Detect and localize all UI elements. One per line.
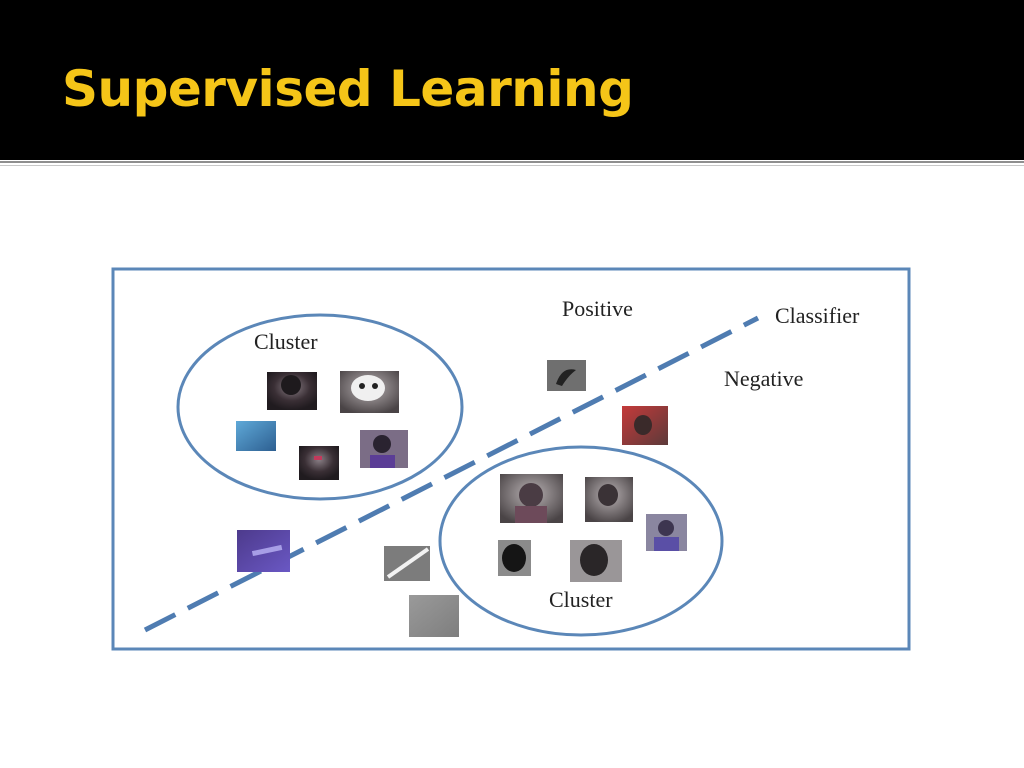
classifier-line xyxy=(143,315,760,633)
slide-title: Supervised Learning xyxy=(62,60,634,118)
title-bar: Supervised Learning xyxy=(0,0,1024,160)
title-divider xyxy=(0,161,1024,163)
label-classifier: Classifier xyxy=(775,303,860,328)
thumbnail-person xyxy=(622,406,668,445)
thumbnail-person xyxy=(237,530,290,572)
label-cluster-bottom: Cluster xyxy=(549,587,613,612)
cluster-ellipse-positive xyxy=(176,313,464,501)
thumbnail-person xyxy=(267,372,317,410)
thumbnail-person xyxy=(547,360,586,391)
thumbnail-person xyxy=(340,371,399,413)
label-positive: Positive xyxy=(562,296,633,321)
thumbnail-person xyxy=(236,421,276,451)
thumbnail-person xyxy=(384,546,430,581)
label-cluster-top: Cluster xyxy=(254,329,318,354)
thumbnail-person xyxy=(570,540,622,582)
title-divider-thin xyxy=(0,165,1024,166)
thumbnail-person xyxy=(360,430,408,468)
thumbnail-person xyxy=(498,540,531,576)
thumbnail-person xyxy=(299,446,339,480)
cluster-ellipse-negative xyxy=(438,445,724,637)
thumbnail-person xyxy=(585,477,633,522)
thumbnail-person xyxy=(500,474,563,523)
thumbnail-person xyxy=(646,514,687,551)
label-negative: Negative xyxy=(724,366,803,391)
thumbnail-person xyxy=(409,595,459,637)
